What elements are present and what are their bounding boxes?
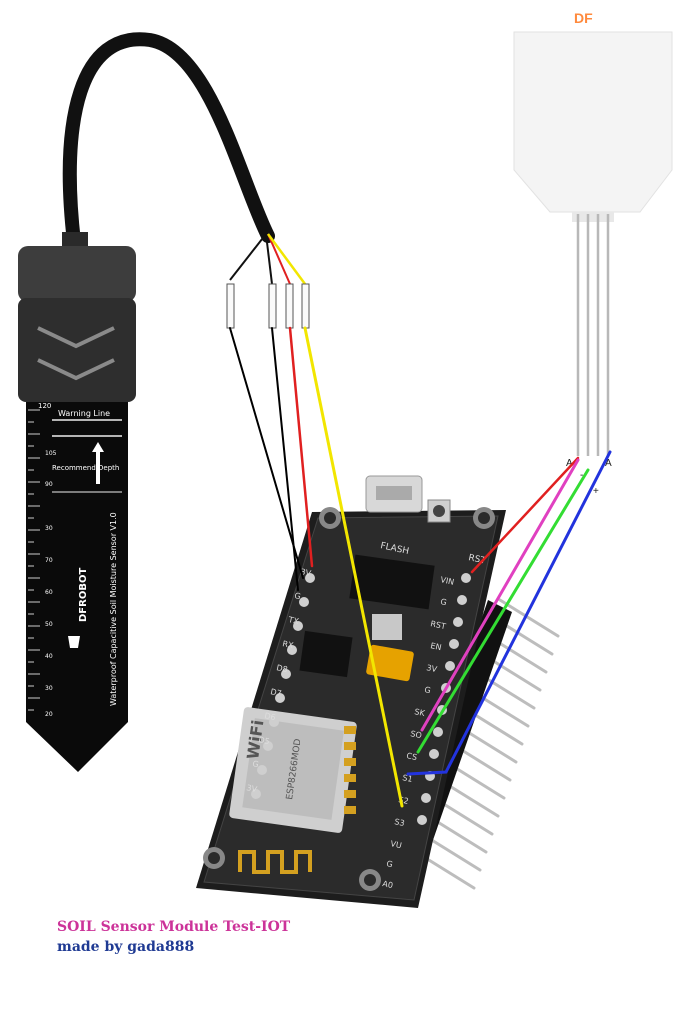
scale-label: 90 <box>45 481 53 488</box>
scale-label: 30 <box>45 525 53 532</box>
svg-text:-: - <box>580 470 583 481</box>
wire-red-3v <box>288 326 314 568</box>
wire-black-gnd <box>229 327 304 579</box>
pin-label: VIN <box>440 575 455 587</box>
pin-label: SO <box>410 729 423 740</box>
scale-label: 40 <box>45 653 53 660</box>
pin-label: EN <box>430 641 443 652</box>
recommend-depth-label: Recommend Depth <box>52 464 119 472</box>
pin-label: A0 <box>382 879 394 890</box>
pin-label: G <box>252 759 260 769</box>
flat-sensor-board: A A - + <box>513 31 673 497</box>
scale-label: 20 <box>45 711 53 718</box>
probe-vendor-label: DFROBOT <box>78 568 89 622</box>
diagram-author: made by gada888 <box>57 939 195 955</box>
scale-label: 105 <box>45 450 57 457</box>
pin-label: 3V <box>246 783 259 794</box>
pin-label: G <box>440 597 448 607</box>
jumper-wires <box>229 326 612 808</box>
pin-label: D7 <box>270 687 283 698</box>
pin-label: G <box>294 591 302 601</box>
pin-label: VU <box>390 839 403 850</box>
svg-text:A: A <box>605 458 612 469</box>
pin-label: RST <box>430 619 447 631</box>
scale-label: 50 <box>45 621 53 628</box>
scale-label: 30 <box>45 685 53 692</box>
brand-mark: DF <box>574 10 593 26</box>
pin-label: 3V <box>300 567 313 578</box>
pin-label: D6 <box>264 711 277 722</box>
wire-black-gnd-2 <box>271 327 299 591</box>
pin-label: CS <box>406 751 418 762</box>
pin-label: G <box>424 685 432 695</box>
svg-text:A: A <box>566 458 573 469</box>
pin-label: RX <box>282 639 295 650</box>
pin-label: S2 <box>398 795 410 806</box>
scale-label: 60 <box>45 589 53 596</box>
wire-green-s2 <box>416 468 590 754</box>
wire-red-vin <box>470 456 580 574</box>
pin-label: S3 <box>394 817 406 828</box>
soil-moisture-probe: 120 Warning Line Recommend Depth 105 90 … <box>18 232 136 772</box>
pin-label: SK <box>414 707 427 718</box>
probe-cable <box>62 32 310 329</box>
pin-label: 3V <box>426 663 439 674</box>
pin-label: D8 <box>276 663 289 674</box>
pin-label: G <box>386 859 394 869</box>
svg-text:+: + <box>593 486 599 497</box>
pin-label: TX <box>287 615 300 626</box>
scale-label: 70 <box>45 557 53 564</box>
nodemcu-board: FLASH RST WiFi ESP8266MOD <box>196 475 560 908</box>
diagram-title: SOIL Sensor Module Test-IOT <box>57 919 291 935</box>
dfrobot-logo-icon <box>68 636 80 648</box>
pin-label: S1 <box>402 773 414 784</box>
wire-magenta-s1 <box>420 458 580 732</box>
probe-product-label: Waterproof Capacitive Soil Moisture Sens… <box>109 512 118 706</box>
wire-yellow-a0 <box>303 326 404 808</box>
wire-blue-s3 <box>406 450 612 776</box>
probe-top-label: 120 <box>38 402 51 410</box>
pin-label: D5 <box>258 735 271 746</box>
board-button-label: RST <box>467 553 487 567</box>
warning-line-label: Warning Line <box>58 409 110 418</box>
